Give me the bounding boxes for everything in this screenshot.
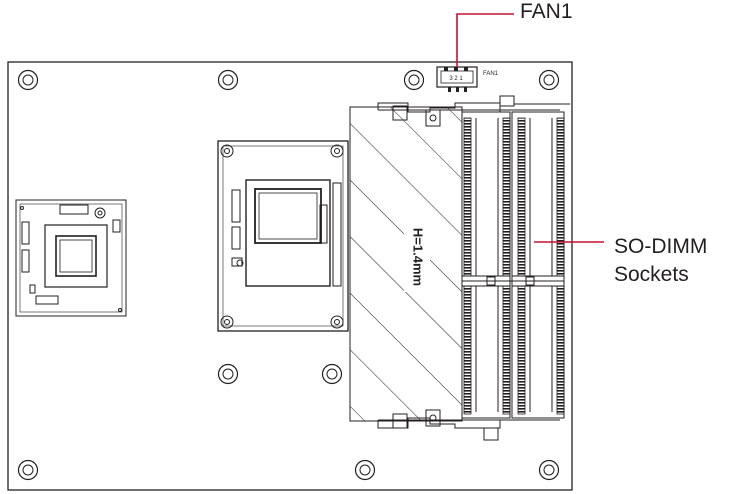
mounting-hole [17, 459, 39, 481]
dimm-latch-bottom [377, 409, 560, 441]
mounting-hole [538, 69, 560, 91]
height-note: H=1.4mm [411, 228, 426, 286]
dimm-label-line-1: SO-DIMM [614, 235, 708, 258]
fan-label: FAN1 [520, 0, 573, 23]
cpu-module [217, 140, 349, 332]
board-outline [7, 61, 573, 491]
fan-header: 3 2 1 FAN1 [436, 66, 499, 92]
dimm-latch-top [377, 95, 570, 127]
mounting-holes [17, 69, 560, 481]
mounting-hole [17, 69, 39, 91]
mounting-hole [321, 363, 343, 385]
dimm-label-line-2: Sockets [614, 263, 689, 286]
small-chip [15, 199, 127, 317]
fan-header-silkscreen: FAN1 [483, 71, 499, 77]
so-dimm-sockets [377, 95, 570, 441]
mounting-hole [217, 363, 239, 385]
dimm-keepout-area: H=1.4mm [349, 106, 463, 422]
fan-callout-line [456, 13, 514, 67]
fan-pin-numbers: 3 2 1 [449, 76, 463, 82]
mounting-hole [217, 69, 239, 91]
mounting-hole [403, 69, 425, 91]
mounting-hole [354, 459, 376, 481]
mounting-hole [538, 459, 560, 481]
